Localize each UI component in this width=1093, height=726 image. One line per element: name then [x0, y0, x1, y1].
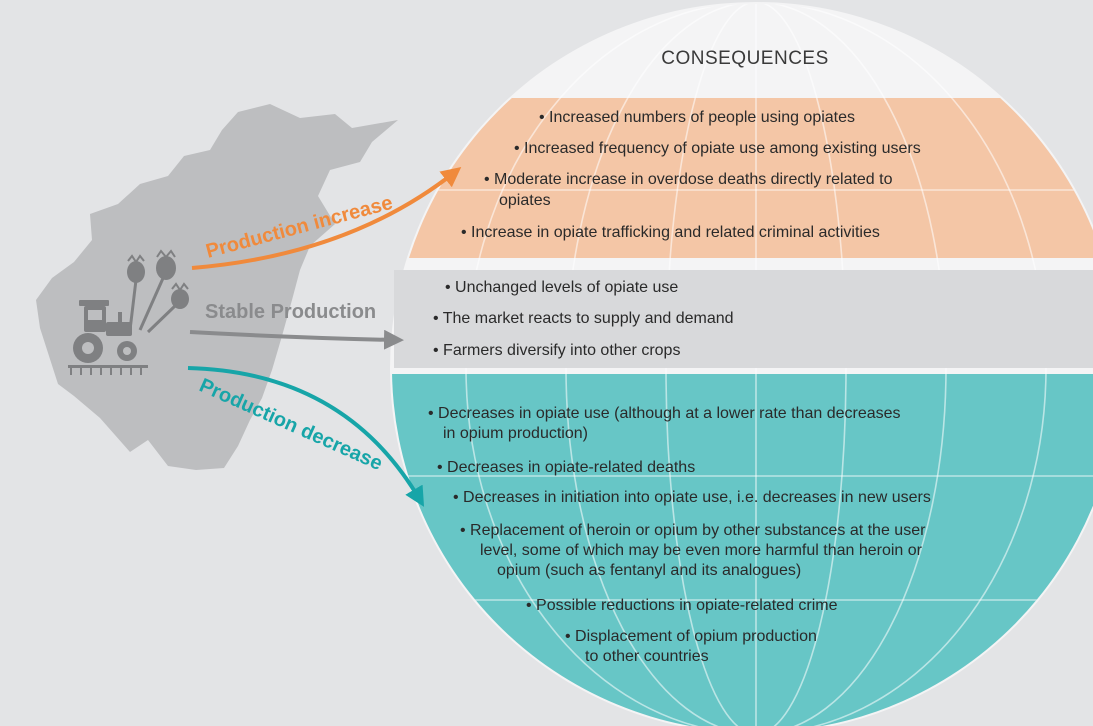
decrease-item-6-line-2: to other countries	[585, 648, 709, 665]
diagram-title: CONSEQUENCES	[661, 48, 829, 69]
increase-item-3: • Moderate increase in overdose deaths d…	[484, 171, 893, 188]
poppy-pod-icon	[127, 249, 189, 334]
stable-item-3: • Farmers diversify into other crops	[433, 342, 680, 359]
tractor-icon	[68, 300, 148, 375]
decrease-item-1-line-2: in opium production)	[443, 425, 588, 442]
map-silhouette-icon	[36, 104, 398, 470]
increase-arrow	[191, 167, 462, 270]
decrease-consequences: • Decreases in opiate use (although at a…	[428, 405, 931, 665]
decrease-item-6: • Displacement of opium production	[565, 628, 817, 645]
increase-item-3-line-2: opiates	[499, 192, 551, 209]
stable-consequences: • Unchanged levels of opiate use • The ma…	[433, 279, 734, 359]
decrease-item-4: • Replacement of heroin or opium by othe…	[460, 522, 926, 539]
increase-consequences: • Increased numbers of people using opia…	[461, 109, 921, 241]
stable-item-2: • The market reacts to supply and demand	[433, 310, 734, 327]
decrease-item-2: • Decreases in opiate-related deaths	[437, 459, 695, 476]
stable-band	[394, 270, 1093, 368]
stable-label: Stable Production	[205, 301, 376, 323]
decrease-item-4-line-3: opium (such as fentanyl and its analogue…	[497, 562, 801, 579]
increase-item-4: • Increase in opiate trafficking and rel…	[461, 224, 880, 241]
decrease-item-4-line-2: level, some of which may be even more ha…	[480, 542, 923, 559]
increase-item-1: • Increased numbers of people using opia…	[539, 109, 855, 126]
decrease-item-5: • Possible reductions in opiate-related …	[526, 597, 838, 614]
stable-item-1: • Unchanged levels of opiate use	[445, 279, 678, 296]
decrease-item-3: • Decreases in initiation into opiate us…	[453, 489, 931, 506]
increase-item-2: • Increased frequency of opiate use amon…	[514, 140, 921, 157]
stable-arrow	[189, 329, 404, 350]
decrease-item-1: • Decreases in opiate use (although at a…	[428, 405, 901, 422]
decrease-arrow	[187, 366, 425, 507]
